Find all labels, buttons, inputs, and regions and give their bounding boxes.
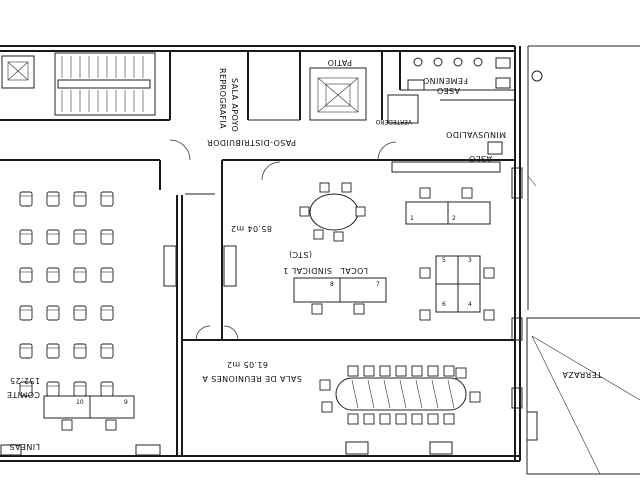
patio-label: PATIO bbox=[327, 58, 352, 67]
comite-chair bbox=[100, 191, 114, 207]
sala-apoyo-label: SALA APOYO bbox=[230, 78, 239, 132]
comite-chair bbox=[73, 305, 87, 321]
desk-6-number: 6 bbox=[442, 301, 446, 308]
terraza: TERRAZA bbox=[526, 317, 640, 475]
terraza-label: TERRAZA bbox=[562, 370, 603, 379]
reprografia-label: REPROGRAFIA bbox=[218, 68, 227, 129]
aseo-minusvalido-label-1: ASEO bbox=[468, 154, 492, 163]
aseo-minusvalido-label-2: MINUSVALIDO bbox=[446, 130, 506, 139]
comite-chair bbox=[46, 229, 60, 245]
comite-chair bbox=[100, 381, 114, 397]
meeting-chair bbox=[455, 367, 467, 379]
staircase bbox=[54, 52, 156, 116]
meeting-table-divider bbox=[447, 379, 455, 409]
meeting-chair bbox=[347, 365, 359, 377]
comite-chair bbox=[73, 381, 87, 397]
comite-chair bbox=[100, 343, 114, 359]
comite-chair bbox=[19, 343, 33, 359]
local-sindical-label-1: LOCAL bbox=[340, 266, 368, 275]
comite-area-label: 152.25 bbox=[10, 376, 40, 385]
local-sindical-label-3: (STC) bbox=[289, 250, 312, 259]
vertedero: VERTEDERO bbox=[375, 94, 419, 125]
comite-chair bbox=[46, 191, 60, 207]
patio: PATIO bbox=[299, 51, 383, 121]
window-marks bbox=[511, 167, 538, 441]
comite-chair bbox=[46, 267, 60, 283]
meeting-table-divider bbox=[351, 379, 359, 409]
comite-label: COMITE bbox=[7, 390, 41, 399]
meeting-chairs bbox=[319, 365, 481, 425]
desk-8-number: 8 bbox=[330, 281, 334, 288]
sala-reuniones: SALA DE REUNIONES A 61.05 m2 bbox=[135, 360, 481, 456]
sala-reuniones-label: SALA DE REUNIONES A bbox=[202, 374, 302, 383]
comite-chair bbox=[19, 267, 33, 283]
meeting-chair bbox=[347, 413, 359, 425]
comite-chair bbox=[73, 229, 87, 245]
comite-chair bbox=[100, 229, 114, 245]
desk-3-number: 3 bbox=[468, 257, 472, 264]
desk-7-number: 7 bbox=[376, 281, 380, 288]
meeting-chair bbox=[379, 413, 391, 425]
meeting-chair bbox=[379, 365, 391, 377]
desk-10-number: 10 bbox=[76, 399, 84, 406]
sala-apoyo-reprografia: SALA APOYO REPROGRAFIA bbox=[169, 51, 300, 132]
meeting-chair bbox=[427, 365, 439, 377]
meeting-chair bbox=[411, 365, 423, 377]
desk-5-number: 5 bbox=[442, 257, 446, 264]
elevator-left bbox=[1, 55, 35, 89]
comite-chair bbox=[100, 267, 114, 283]
paso-distribuidor: PASO-DISTRIBUIDOR bbox=[0, 119, 515, 181]
meeting-chair bbox=[469, 391, 481, 403]
comite-chair bbox=[100, 305, 114, 321]
comite-chair bbox=[19, 381, 33, 397]
desk-1-number: 1 bbox=[410, 215, 414, 222]
comite-chair bbox=[73, 343, 87, 359]
aseo-femenino: ASEO FEMENINO bbox=[399, 51, 515, 95]
comite-chairs bbox=[19, 191, 114, 397]
meeting-chair bbox=[321, 401, 333, 413]
local-sindical-area-label: 85.04 m2 bbox=[230, 224, 272, 233]
comite-chair bbox=[46, 343, 60, 359]
paso-distribuidor-label: PASO-DISTRIBUIDOR bbox=[207, 138, 296, 147]
aseo-femenino-label-2: FEMENINO bbox=[423, 76, 468, 85]
comite-chair bbox=[46, 381, 60, 397]
comite-chair bbox=[73, 191, 87, 207]
lineas-label: LINEAS bbox=[9, 442, 40, 451]
meeting-chair bbox=[443, 413, 455, 425]
comite-chair bbox=[19, 191, 33, 207]
comite-chair bbox=[19, 305, 33, 321]
meeting-table-divider bbox=[399, 379, 407, 409]
outer-walls bbox=[0, 45, 640, 462]
desk-9-number: 9 bbox=[124, 399, 128, 406]
meeting-chair bbox=[427, 413, 439, 425]
meeting-table-dividers bbox=[351, 379, 455, 409]
local-sindical-label-2: SINDICAL 1 bbox=[283, 266, 332, 275]
aseo-femenino-label-1: ASEO bbox=[436, 86, 460, 95]
desk-2-number: 2 bbox=[452, 215, 456, 222]
vertedero-label: VERTEDERO bbox=[375, 118, 412, 125]
meeting-table-divider bbox=[415, 379, 423, 409]
stair-steps bbox=[61, 56, 144, 112]
meeting-chair bbox=[363, 365, 375, 377]
meeting-chair bbox=[395, 365, 407, 377]
meeting-chair bbox=[443, 365, 455, 377]
desk-4-number: 4 bbox=[468, 301, 472, 308]
meeting-table-divider bbox=[367, 379, 375, 409]
meeting-chair bbox=[395, 413, 407, 425]
sala-reuniones-area-label: 61.05 m2 bbox=[226, 360, 268, 369]
comite-chair bbox=[19, 229, 33, 245]
meeting-table-divider bbox=[431, 379, 439, 409]
meeting-table-divider bbox=[383, 379, 391, 409]
comite-chair bbox=[46, 305, 60, 321]
comite-chair bbox=[73, 267, 87, 283]
comite: 152.25 COMITE LINEAS 10 9 bbox=[0, 191, 237, 456]
local-sindical: 85.04 m2 LOCAL SINDICAL 1 (STC) 1 2 3 5 … bbox=[230, 161, 501, 321]
meeting-chair bbox=[411, 413, 423, 425]
meeting-chair bbox=[363, 413, 375, 425]
interior-walls bbox=[159, 160, 515, 456]
meeting-chair bbox=[319, 379, 331, 391]
